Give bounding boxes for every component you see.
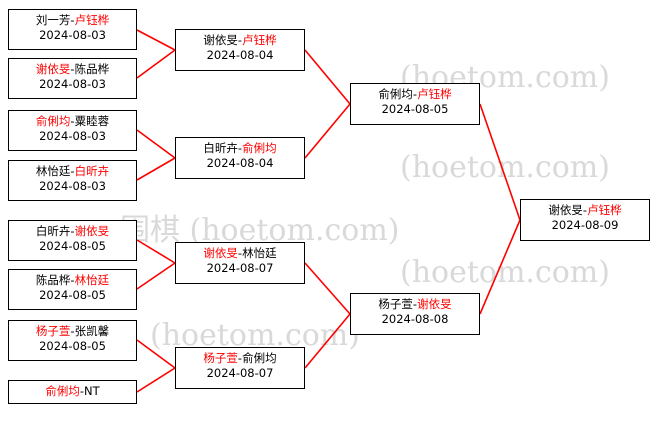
match-players: 杨子萱-俞俐均 — [203, 351, 277, 365]
bracket-node[interactable]: 杨子萱-谢依旻 2024-08-08 — [350, 293, 480, 335]
bracket-node-final[interactable]: 谢依旻-卢钰桦 2024-08-09 — [520, 199, 650, 241]
match-date: 2024-08-07 — [206, 366, 274, 380]
match-date: 2024-08-05 — [39, 288, 106, 302]
player-right: 张凯馨 — [74, 324, 110, 338]
bracket-node[interactable]: 俞俐均-卢钰桦 2024-08-05 — [350, 83, 480, 125]
player-left: 谢依旻 — [548, 203, 583, 217]
player-right: 林怡廷 — [242, 246, 277, 260]
player-left: 谢依旻 — [35, 62, 71, 76]
watermark-text: (hoetom.com) — [400, 255, 610, 290]
bracket-node[interactable]: 杨子萱-张凯馨 2024-08-05 — [8, 320, 137, 361]
player-right: 俞俐均 — [242, 351, 277, 365]
match-players: 白昕卉-俞俐均 — [203, 141, 277, 155]
bracket-node[interactable]: 白昕卉-俞俐均 2024-08-04 — [175, 137, 305, 179]
player-right: 谢依旻 — [417, 297, 452, 311]
player-left: 杨子萱 — [203, 351, 238, 365]
player-left: 刘一芳 — [35, 13, 71, 27]
match-date: 2024-08-03 — [39, 77, 106, 91]
match-date: 2024-08-09 — [551, 218, 619, 232]
match-players: 俞俐均-粟睦蓉 — [35, 114, 110, 128]
match-players: 陈品桦-林怡廷 — [35, 273, 110, 287]
bracket-node[interactable]: 谢依旻-陈品桦 2024-08-03 — [8, 58, 137, 99]
player-left: 杨子萱 — [35, 324, 71, 338]
player-left: 俞俐均 — [378, 87, 413, 101]
player-right: NT — [84, 384, 100, 398]
player-right: 卢钰桦 — [74, 13, 110, 27]
player-left: 陈品桦 — [35, 273, 71, 287]
match-players: 白昕卉-谢依旻 — [35, 224, 110, 238]
bracket-node[interactable]: 刘一芳-卢钰桦 2024-08-03 — [8, 9, 137, 50]
player-left: 俞俐均 — [45, 384, 80, 398]
player-left: 白昕卉 — [35, 224, 71, 238]
match-date: 2024-08-04 — [206, 48, 274, 62]
player-left: 俞俐均 — [35, 114, 71, 128]
player-right: 卢钰桦 — [587, 203, 622, 217]
player-left: 林怡廷 — [35, 164, 71, 178]
bracket-node[interactable]: 俞俐均-NT — [8, 380, 137, 404]
match-date: 2024-08-03 — [39, 28, 106, 42]
watermark-text: (hoetom.com) — [400, 150, 610, 185]
player-left: 白昕卉 — [203, 141, 238, 155]
match-players: 俞俐均-NT — [45, 384, 100, 398]
player-left: 谢依旻 — [203, 33, 238, 47]
match-players: 杨子萱-张凯馨 — [35, 324, 110, 338]
match-date: 2024-08-03 — [39, 179, 106, 193]
match-date: 2024-08-05 — [39, 339, 106, 353]
bracket-node[interactable]: 林怡廷-白昕卉 2024-08-03 — [8, 160, 137, 201]
player-right: 白昕卉 — [74, 164, 110, 178]
match-players: 刘一芳-卢钰桦 — [35, 13, 110, 27]
match-players: 谢依旻-陈品桦 — [35, 62, 110, 76]
bracket-node[interactable]: 白昕卉-谢依旻 2024-08-05 — [8, 220, 137, 261]
match-players: 杨子萱-谢依旻 — [378, 297, 452, 311]
match-date: 2024-08-05 — [381, 102, 449, 116]
match-date: 2024-08-08 — [381, 312, 449, 326]
match-date: 2024-08-04 — [206, 156, 274, 170]
bracket-node[interactable]: 谢依旻-卢钰桦 2024-08-04 — [175, 29, 305, 71]
match-players: 谢依旻-林怡廷 — [203, 246, 277, 260]
match-players: 谢依旻-卢钰桦 — [548, 203, 622, 217]
match-players: 林怡廷-白昕卉 — [35, 164, 110, 178]
bracket-node[interactable]: 俞俐均-粟睦蓉 2024-08-03 — [8, 110, 137, 151]
player-right: 陈品桦 — [74, 62, 110, 76]
player-right: 卢钰桦 — [242, 33, 277, 47]
player-right: 谢依旻 — [74, 224, 110, 238]
player-left: 杨子萱 — [378, 297, 413, 311]
bracket-node[interactable]: 谢依旻-林怡廷 2024-08-07 — [175, 242, 305, 284]
player-right: 卢钰桦 — [417, 87, 452, 101]
bracket-node[interactable]: 杨子萱-俞俐均 2024-08-07 — [175, 347, 305, 389]
match-date: 2024-08-05 — [39, 239, 106, 253]
bracket-node[interactable]: 陈品桦-林怡廷 2024-08-05 — [8, 269, 137, 310]
player-right: 粟睦蓉 — [74, 114, 110, 128]
player-right: 林怡廷 — [74, 273, 110, 287]
match-players: 俞俐均-卢钰桦 — [378, 87, 452, 101]
match-date: 2024-08-03 — [39, 129, 106, 143]
match-date: 2024-08-07 — [206, 261, 274, 275]
player-left: 谢依旻 — [203, 246, 238, 260]
match-players: 谢依旻-卢钰桦 — [203, 33, 277, 47]
player-right: 俞俐均 — [242, 141, 277, 155]
